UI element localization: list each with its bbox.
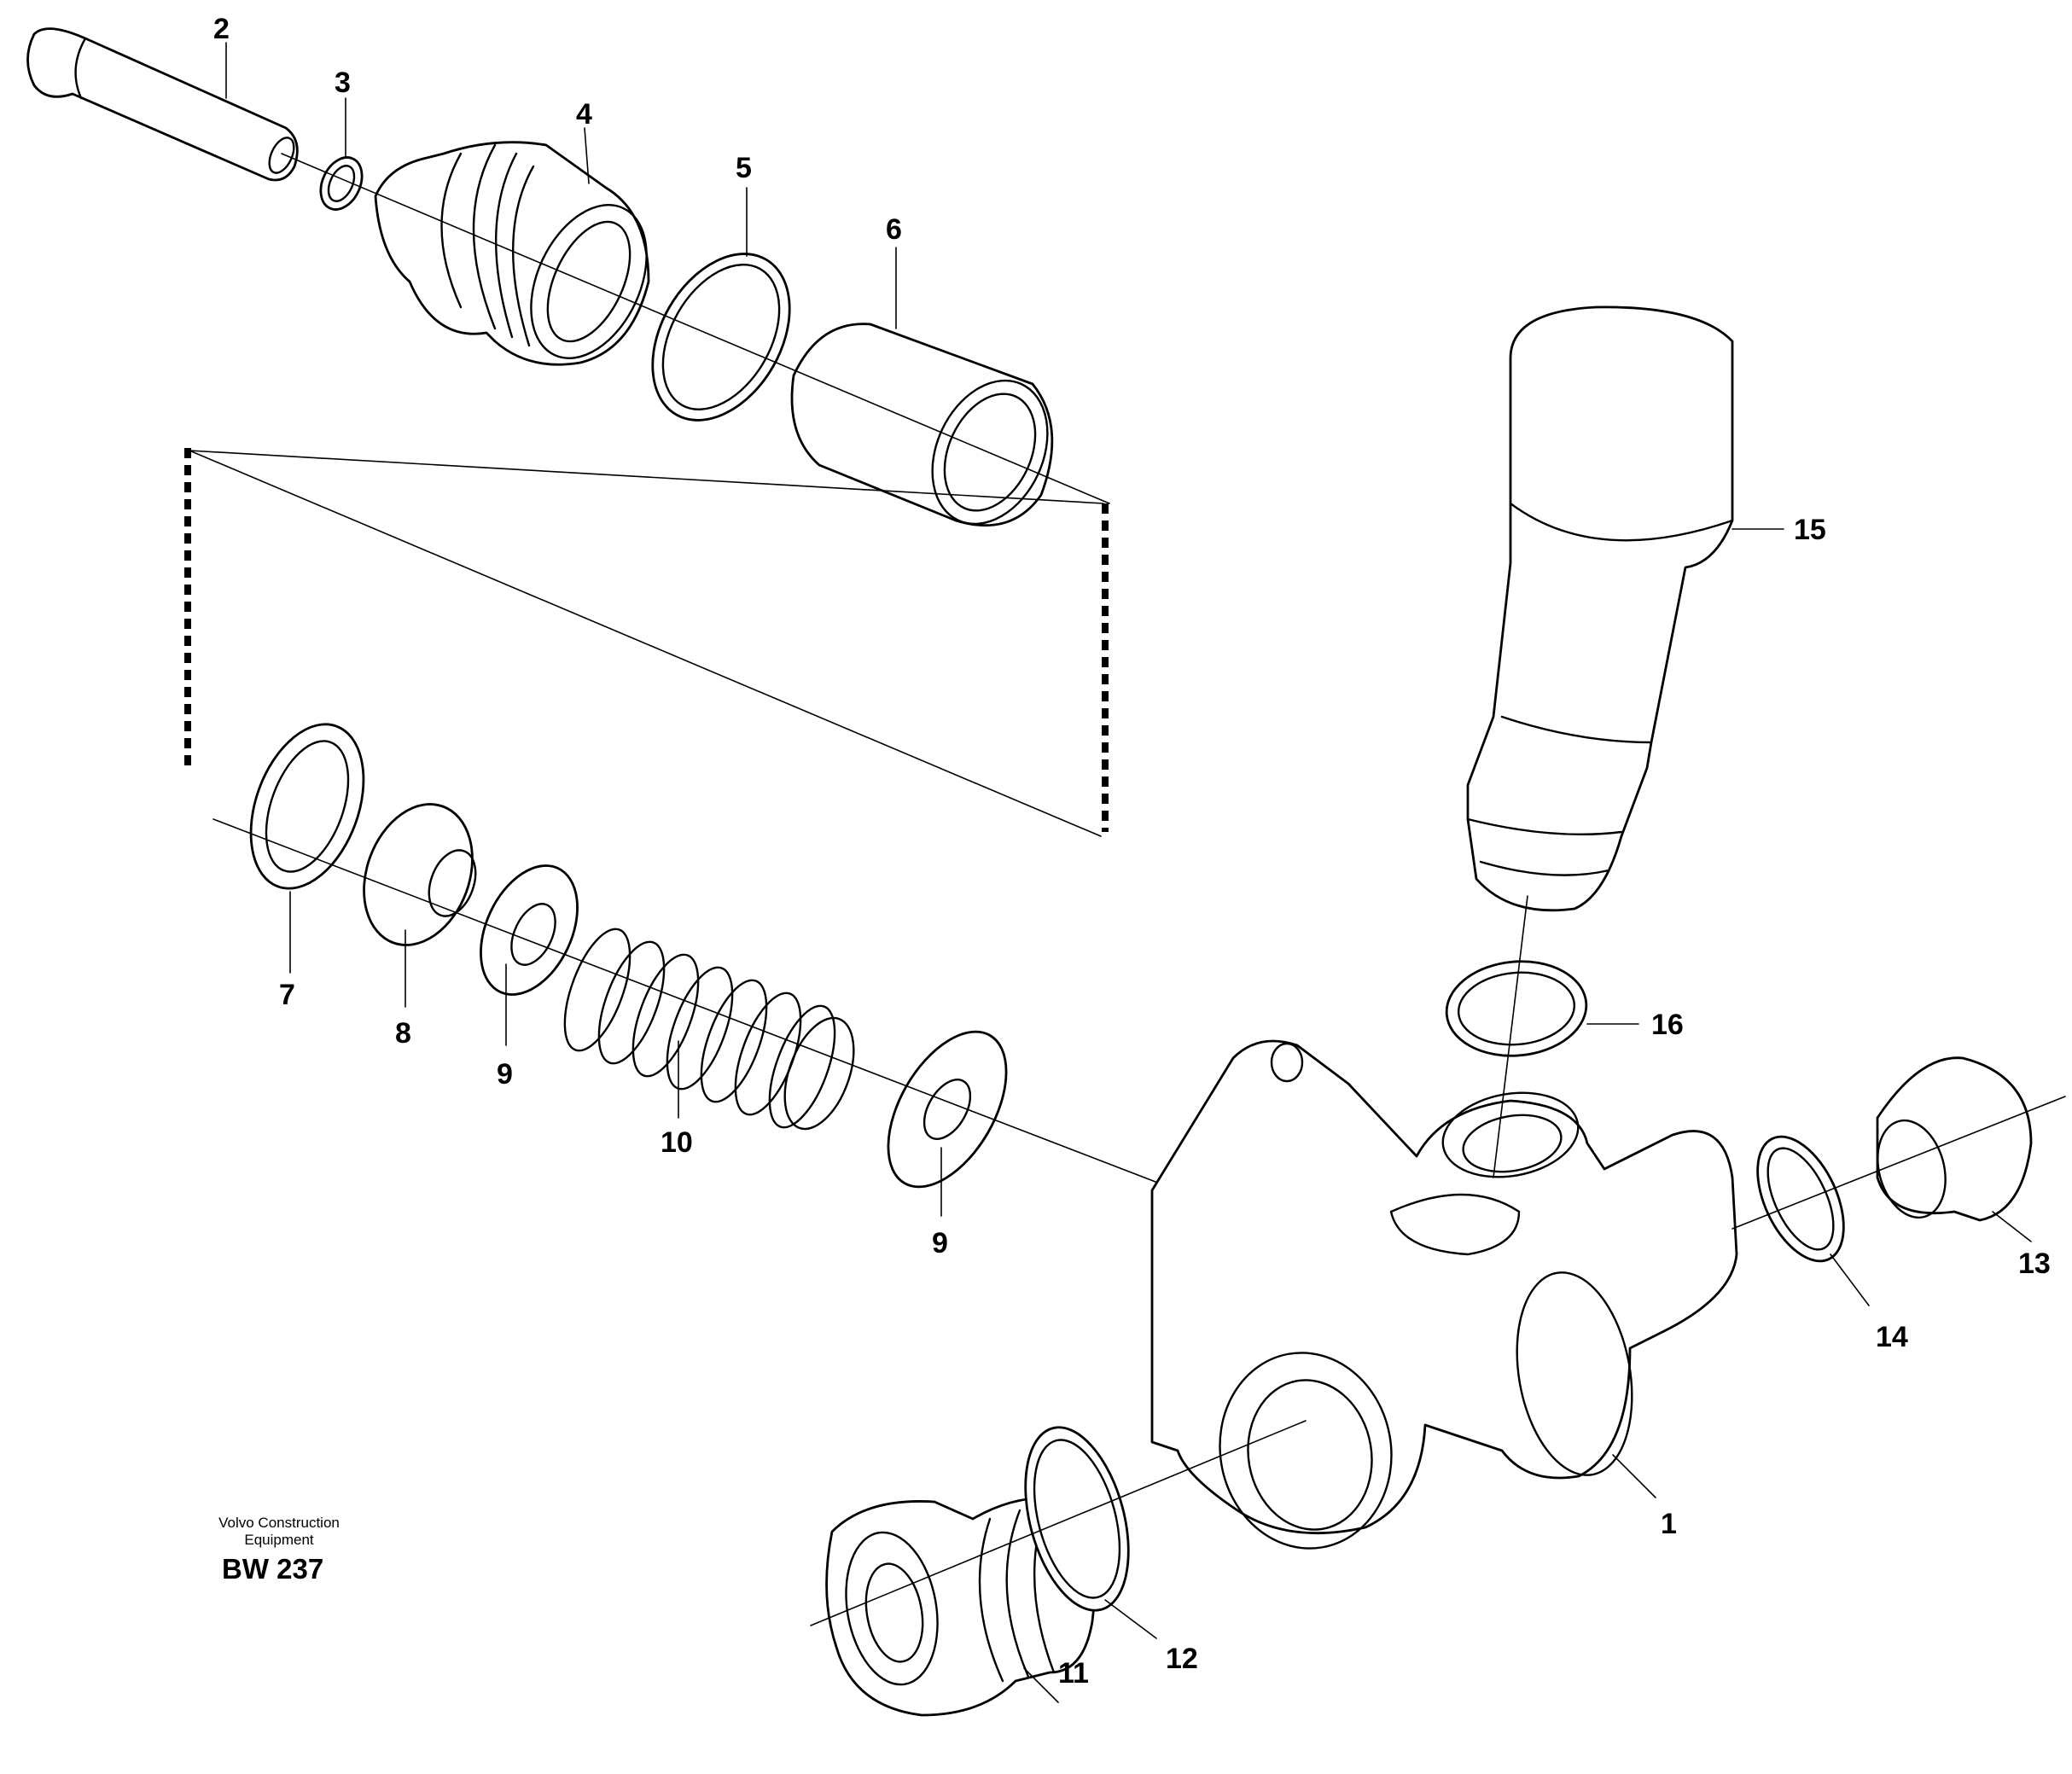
part-9-washer-upper <box>480 864 579 996</box>
callout-12: 12 <box>1166 1643 1198 1675</box>
axis-right <box>1732 1096 2066 1230</box>
credit-line-2: Equipment <box>244 1532 314 1548</box>
part-13-plug <box>1876 1056 2033 1222</box>
credit-line-1: Volvo Construction <box>218 1515 340 1531</box>
axis-bottom-left <box>810 1420 1307 1626</box>
part-4-threaded-cap <box>374 141 650 366</box>
leader-lines <box>225 42 2032 1703</box>
callout-13: 13 <box>2018 1248 2051 1280</box>
callout-9-upper: 9 <box>497 1058 513 1091</box>
part-14-washer <box>1756 1135 1845 1263</box>
callout-16: 16 <box>1651 1009 1684 1041</box>
part-7-seat <box>249 723 365 890</box>
callout-8: 8 <box>395 1017 411 1050</box>
callout-15: 15 <box>1794 514 1826 546</box>
part-8-plunger <box>363 803 477 946</box>
part-9-washer-lower <box>887 1030 1008 1189</box>
part-10-spring <box>563 928 855 1131</box>
callout-4: 4 <box>576 98 592 131</box>
callout-9-lower: 9 <box>932 1227 948 1259</box>
callout-14: 14 <box>1876 1321 1908 1353</box>
callout-7: 7 <box>279 979 295 1011</box>
assembly-axis-upper <box>281 153 1110 504</box>
dashed-bracket <box>184 448 1109 837</box>
callout-5: 5 <box>736 152 752 184</box>
part-11-union-fitting <box>825 1497 1096 1717</box>
part-3-small-o-ring <box>319 156 364 211</box>
publisher-credit: Volvo Construction Equipment BW 237 <box>189 1515 369 1586</box>
part-5-o-ring <box>651 253 791 422</box>
part-15-housing <box>1466 305 1734 912</box>
callout-1: 1 <box>1661 1508 1677 1540</box>
part-1-pump-body <box>1150 1039 1738 1550</box>
part-6-sleeve <box>790 323 1054 527</box>
callout-numbers: 2 3 4 5 6 7 8 9 10 9 15 16 13 14 1 12 11 <box>213 13 2051 1690</box>
part-2-pin <box>26 27 299 182</box>
part-12-o-ring <box>1024 1426 1130 1612</box>
callout-3: 3 <box>335 67 351 99</box>
callout-2: 2 <box>213 13 230 45</box>
callout-10: 10 <box>661 1126 693 1159</box>
part-16-o-ring <box>1445 960 1588 1057</box>
diagram-code: BW 237 <box>222 1553 324 1585</box>
assembly-axis-lower <box>212 818 1179 1191</box>
callout-6: 6 <box>886 213 902 246</box>
callout-11: 11 <box>1058 1657 1089 1690</box>
axis-vertical <box>1493 895 1528 1178</box>
